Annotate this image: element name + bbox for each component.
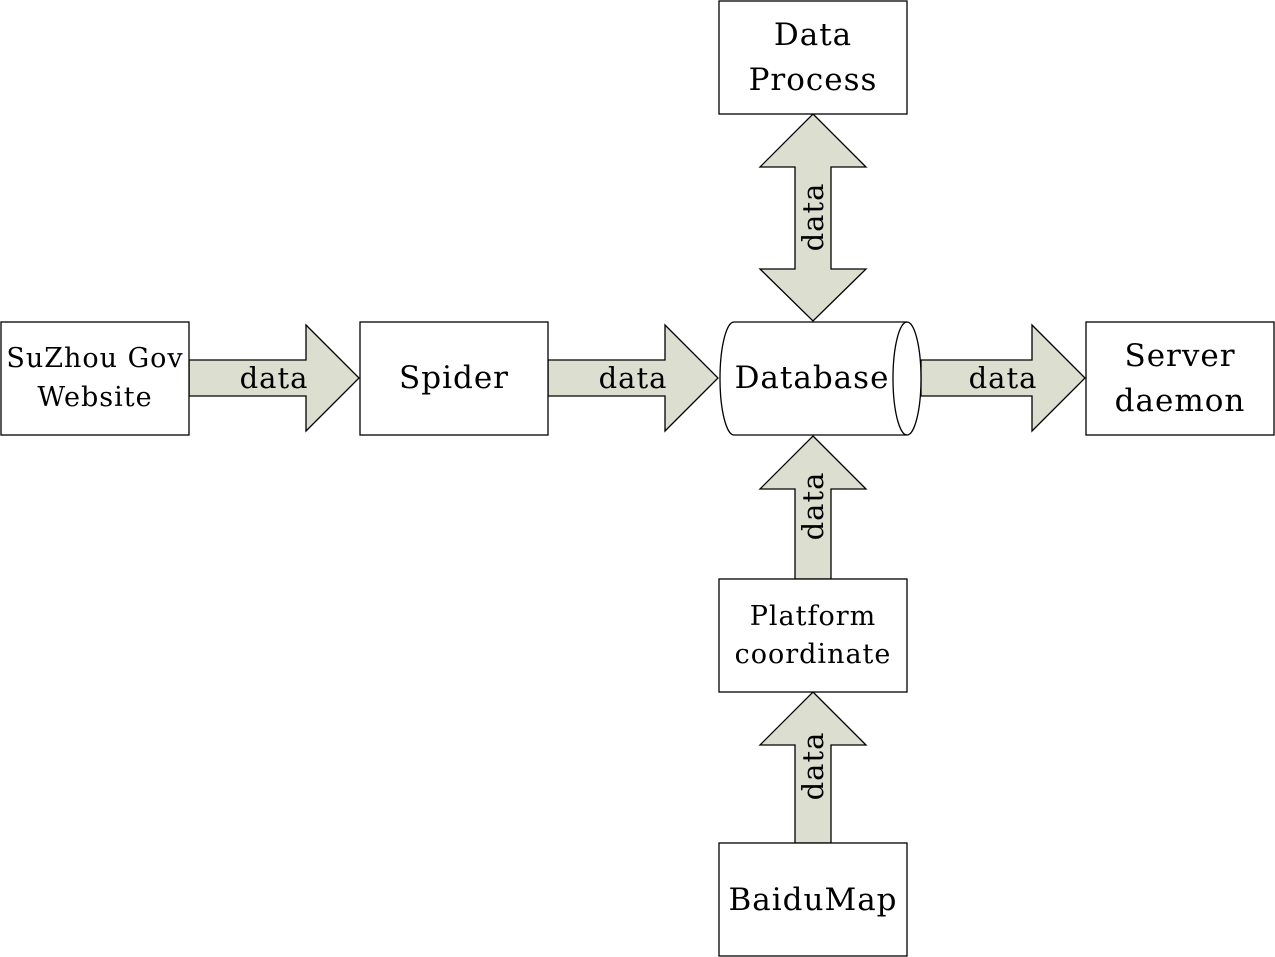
node-label: Database bbox=[735, 360, 890, 396]
node-spider: Spider bbox=[359, 321, 549, 436]
node-label-line1: Platform bbox=[750, 601, 877, 632]
arrow-platform-to-database: data bbox=[758, 435, 868, 580]
arrow-database-to-server: data bbox=[920, 323, 1086, 433]
arrow-process-database-bidirectional: data bbox=[758, 113, 868, 322]
arrow-baidumap-to-platform: data bbox=[758, 691, 868, 844]
node-suzhou-gov-website: SuZhou Gov Website bbox=[0, 321, 190, 436]
node-label: Spider bbox=[399, 360, 509, 396]
arrow-label-database-to-server: data bbox=[969, 361, 1038, 395]
arrow-label-suzhou-to-spider: data bbox=[240, 361, 309, 395]
arrow-suzhou-to-spider: data bbox=[188, 323, 360, 433]
node-label-line2: Process bbox=[749, 62, 878, 98]
node-label-line1: Data bbox=[774, 17, 852, 53]
node-data-process: Data Process bbox=[718, 0, 908, 115]
arrow-label-process-database: data bbox=[796, 183, 830, 252]
node-label-line2: Website bbox=[37, 382, 152, 413]
node-database: Database bbox=[719, 321, 922, 436]
node-label-line1: SuZhou Gov bbox=[6, 343, 183, 374]
arrow-spider-to-database: data bbox=[547, 323, 719, 433]
arrow-label-baidumap-to-platform: data bbox=[796, 732, 830, 801]
node-label: BaiduMap bbox=[728, 882, 897, 918]
node-server-daemon: Server daemon bbox=[1085, 321, 1275, 436]
arrow-label-spider-to-database: data bbox=[599, 361, 668, 395]
node-baidumap: BaiduMap bbox=[718, 842, 908, 957]
node-label-line2: daemon bbox=[1115, 383, 1246, 419]
node-platform-coordinate: Platform coordinate bbox=[718, 578, 908, 693]
arrow-label-platform-to-database: data bbox=[796, 472, 830, 541]
node-label-line2: coordinate bbox=[735, 639, 892, 670]
node-label-line1: Server bbox=[1124, 338, 1235, 374]
